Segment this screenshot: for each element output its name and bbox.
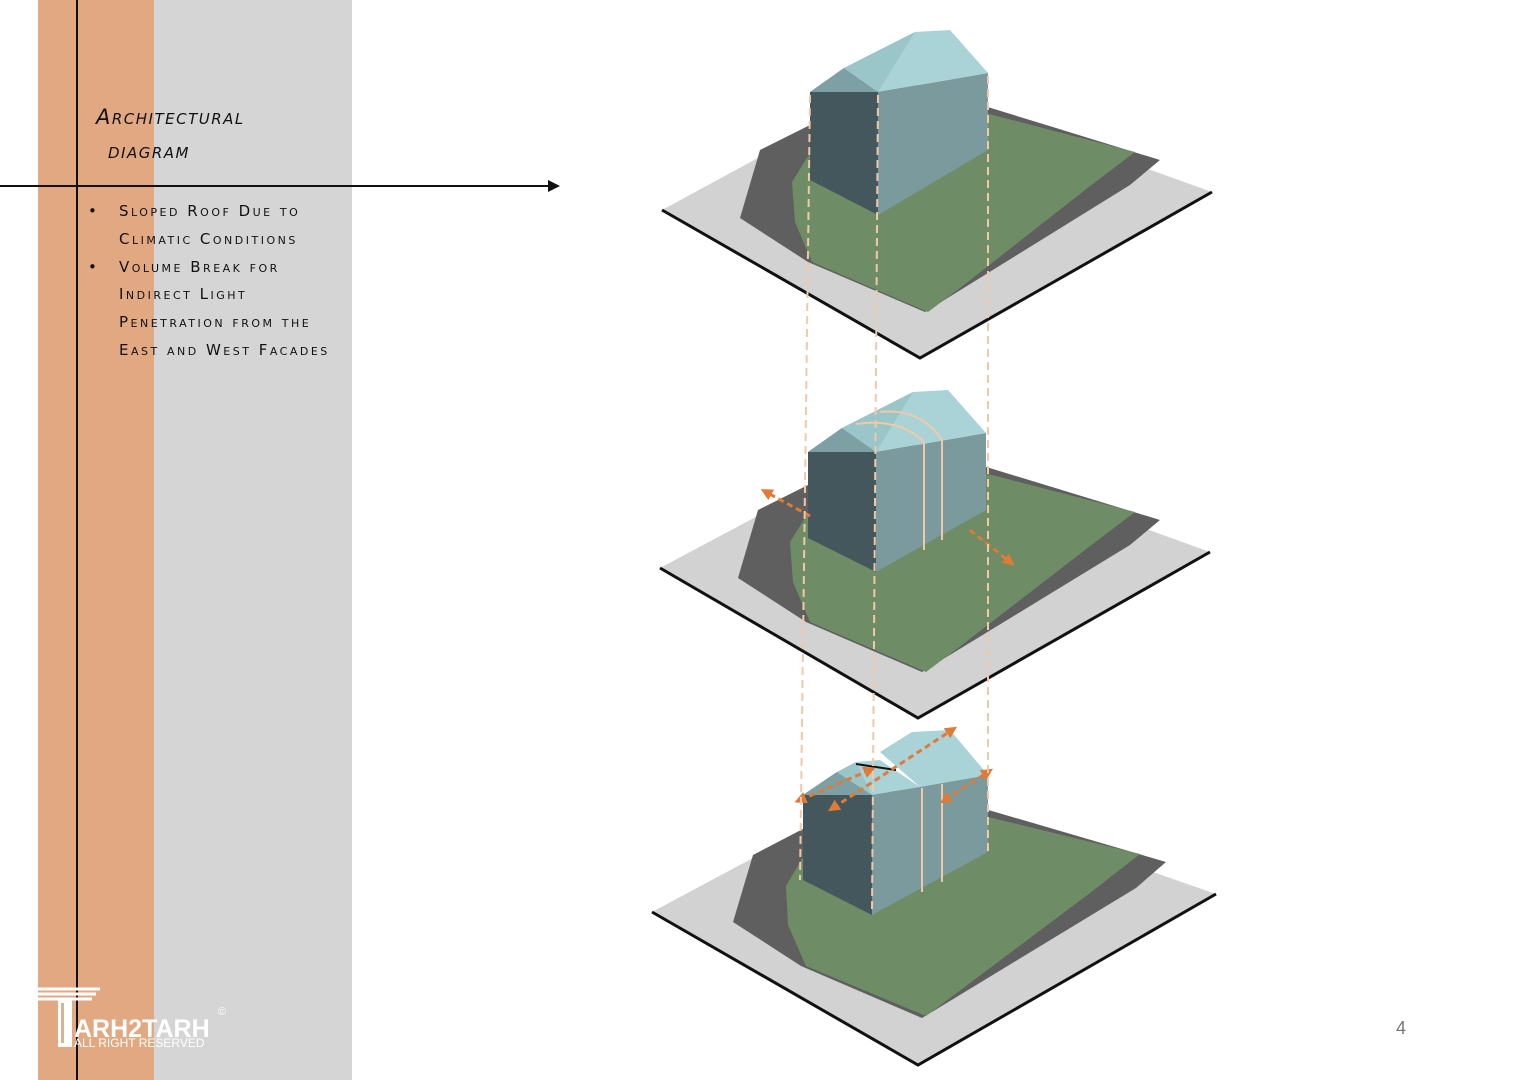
wall-side: [878, 73, 988, 215]
light-arrow-west: [760, 489, 811, 518]
bullet-volume-break: Volume Break for Indirect Light Penetrat…: [88, 254, 358, 365]
bullet-sloped-roof: Sloped Roof Due to Climatic Conditions: [88, 198, 358, 254]
roof-arrow-mid: [827, 726, 958, 812]
vertical-rule: [76, 0, 78, 1080]
roof-arrow-high: [939, 768, 994, 804]
orange-band: [38, 0, 154, 1080]
gray-band: [154, 0, 352, 1080]
bullet-list: Sloped Roof Due to Climatic Conditions V…: [88, 198, 358, 365]
arrow-head-icon: [548, 180, 560, 192]
title-line-2: diagram: [108, 139, 190, 163]
horizontal-rule: [0, 185, 552, 187]
slab-edge: [661, 190, 1213, 360]
light-arrow-east: [969, 528, 1015, 566]
stage-1-base-volume: [661, 30, 1213, 360]
roof-ridge-side: [810, 32, 915, 92]
logo-copyright: ©: [218, 1006, 226, 1018]
slab-edge: [651, 892, 1217, 1067]
wall-side: [876, 433, 986, 572]
title-line-1: Architectural: [96, 105, 245, 129]
slab-edge: [659, 550, 1211, 720]
roof-ridge-side: [808, 392, 913, 452]
wall-front: [808, 428, 876, 572]
logo-text: ARH2TARH: [74, 1015, 210, 1043]
stage-2-volume-break: [659, 390, 1211, 720]
roof-break-line: [879, 410, 943, 441]
stage-3-roof-split: [651, 726, 1217, 1067]
tarh2tarh-logo: ARH2TARH ALL RIGHT RESERVED ©: [30, 987, 226, 1050]
wall-front: [810, 68, 878, 215]
page-number: 4: [1396, 1018, 1407, 1038]
alignment-guides: [799, 76, 989, 913]
page-title: Architectural diagram: [96, 100, 245, 168]
roof-break-line: [855, 421, 925, 443]
logo-subtext: ALL RIGHT RESERVED: [74, 1036, 205, 1050]
